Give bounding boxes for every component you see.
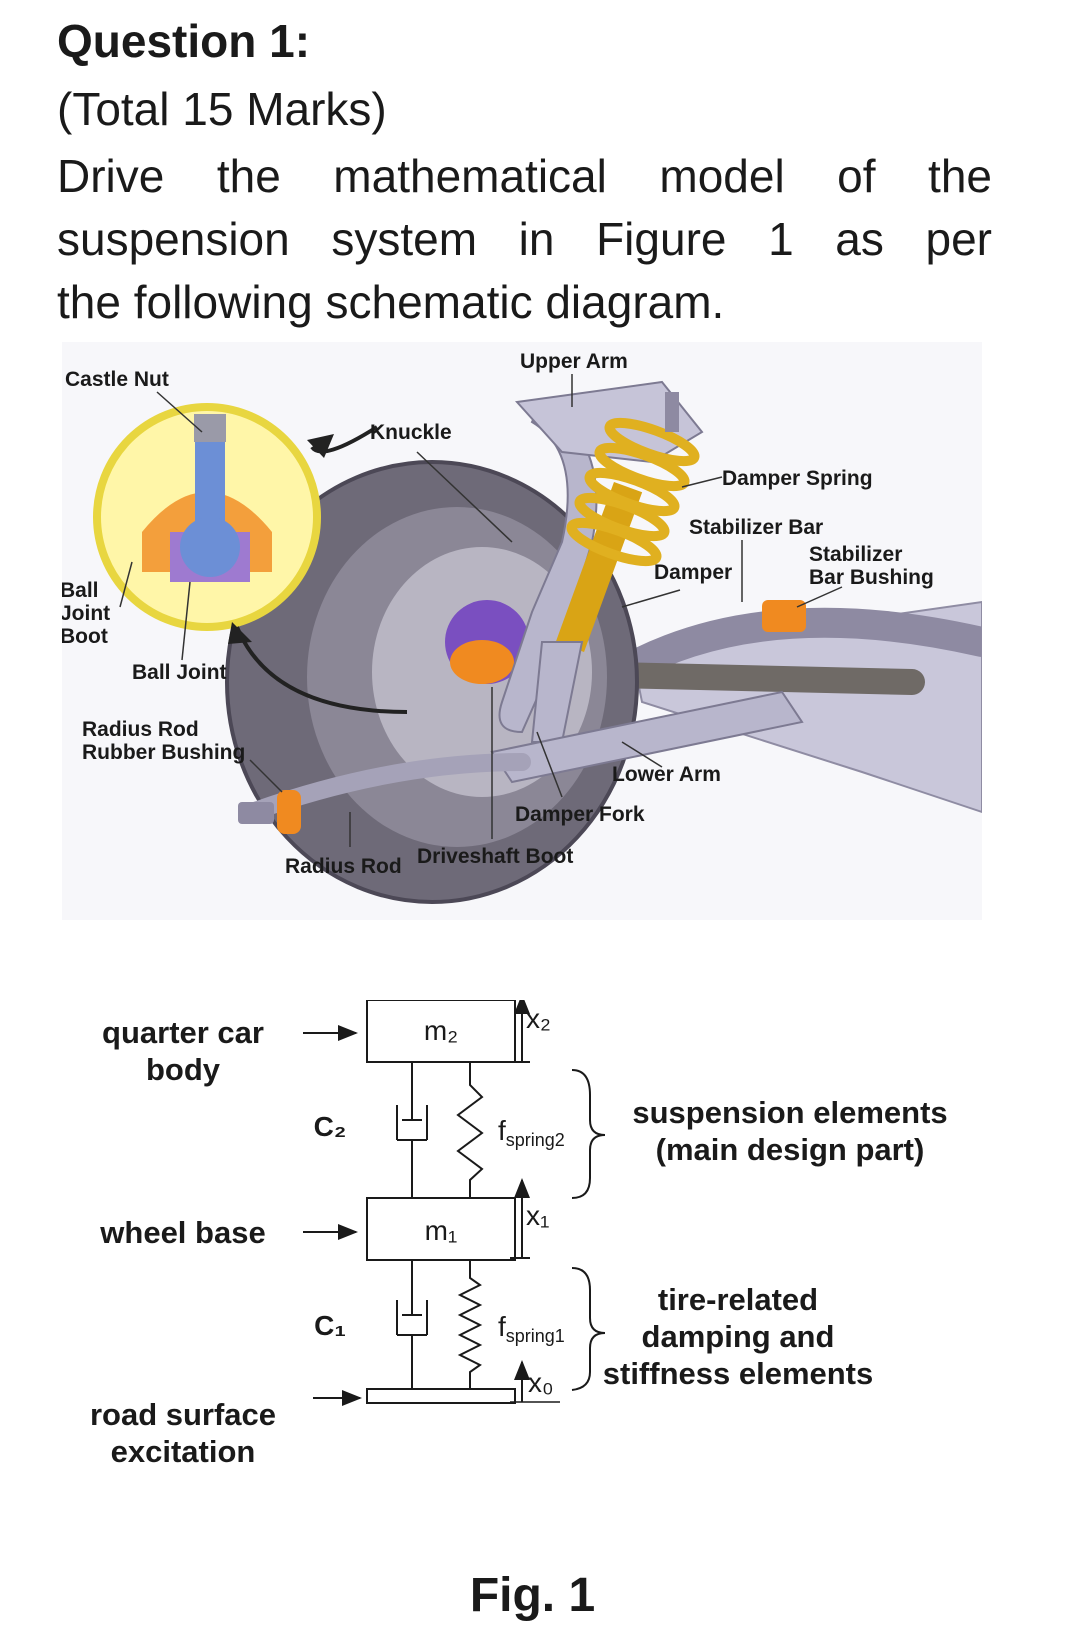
driveshaft-boot bbox=[450, 640, 514, 684]
label-ball-joint-boot: Ball bbox=[62, 579, 99, 602]
label-damper-spring: Damper Spring bbox=[722, 467, 873, 490]
displacement-x0 bbox=[510, 1360, 560, 1403]
inset-arrow-lower-head bbox=[228, 622, 252, 644]
mass-m1 bbox=[366, 1197, 516, 1261]
label-damper: Damper bbox=[654, 561, 732, 584]
mass-m2 bbox=[366, 1000, 516, 1063]
radius-rod-end bbox=[238, 802, 274, 824]
ball-joint-inset bbox=[93, 403, 321, 631]
label-quarter-car-body: body bbox=[146, 1052, 221, 1087]
label-damper-fork: Damper Fork bbox=[515, 803, 645, 826]
label-ball-joint-boot: Boot bbox=[62, 625, 108, 648]
label-m1: m₁ bbox=[425, 1215, 458, 1246]
crossmember bbox=[630, 600, 982, 814]
label-radius-rod-rubber-bushing: Radius Rod bbox=[82, 718, 199, 741]
label-ball-joint-boot: Joint bbox=[62, 602, 110, 625]
spring-fspring2 bbox=[456, 1062, 484, 1198]
label-radius-rod: Radius Rod bbox=[285, 855, 402, 878]
leader-lines bbox=[119, 374, 843, 847]
label-fspring1: fspring1 bbox=[498, 1311, 565, 1346]
label-suspension-elements: (main design part) bbox=[656, 1132, 925, 1167]
damper-rod bbox=[665, 392, 679, 432]
displacement-x1 bbox=[510, 1178, 530, 1259]
label-driveshaft-boot: Driveshaft Boot bbox=[417, 845, 573, 868]
question-body-line: Drive the mathematical model of the bbox=[57, 150, 992, 202]
damper-c2 bbox=[396, 1062, 428, 1198]
displacement-x2 bbox=[510, 1000, 530, 1063]
label-quarter-car-body: quarter car bbox=[102, 1015, 264, 1050]
label-ball-joint: Ball Joint bbox=[132, 661, 227, 684]
label-x0: x₀ bbox=[528, 1367, 554, 1398]
damper-c1 bbox=[396, 1260, 428, 1389]
label-c1: C₁ bbox=[314, 1310, 346, 1341]
question-body-line: the following schematic diagram. bbox=[57, 276, 725, 328]
lower-arm bbox=[490, 690, 804, 784]
brace-suspension bbox=[571, 1069, 606, 1199]
radius-rod-rubber-bushing bbox=[277, 790, 301, 834]
question-body: Drive the mathematical model of the susp… bbox=[57, 145, 992, 334]
label-radius-rod-rubber-bushing: Rubber Bushing bbox=[82, 741, 245, 764]
label-road-surface-excitation: excitation bbox=[111, 1434, 256, 1469]
label-fspring2: fspring2 bbox=[498, 1115, 565, 1150]
damper-spring bbox=[566, 417, 700, 567]
label-castle-nut: Castle Nut bbox=[65, 368, 169, 391]
quarter-car-schematic: quarter car body wheel base road surface… bbox=[90, 1000, 948, 1469]
stabilizer-bar-bushing bbox=[762, 600, 806, 632]
label-upper-arm: Upper Arm bbox=[520, 350, 628, 373]
label-stabilizer-bar-bushing: Stabilizer bbox=[809, 543, 902, 566]
question-body-line: suspension system in Figure 1 as per bbox=[57, 213, 992, 265]
spring-fspring1 bbox=[457, 1260, 483, 1389]
label-tire-elements: tire-related bbox=[658, 1282, 818, 1317]
label-tire-elements: stiffness elements bbox=[603, 1356, 874, 1391]
label-c2: C₂ bbox=[314, 1111, 347, 1142]
label-wheel-base: wheel base bbox=[99, 1215, 265, 1250]
label-knuckle: Knuckle bbox=[370, 421, 452, 444]
question-title: Question 1: bbox=[57, 15, 311, 67]
label-x2: x₂ bbox=[526, 1003, 551, 1034]
label-suspension-elements: suspension elements bbox=[632, 1095, 947, 1130]
inset-arrow-upper bbox=[310, 425, 379, 454]
brace-tire bbox=[571, 1267, 606, 1391]
label-tire-elements: damping and bbox=[642, 1319, 835, 1354]
label-stabilizer-bar-bushing: Bar Bushing bbox=[809, 566, 934, 589]
question-marks: (Total 15 Marks) bbox=[57, 83, 387, 135]
label-stabilizer-bar: Stabilizer Bar bbox=[689, 516, 823, 539]
suspension-illustration: Castle Nut Upper Arm Knuckle Damper Spri… bbox=[62, 342, 982, 920]
inset-arrow-lower bbox=[235, 626, 408, 714]
label-road-surface-excitation: road surface bbox=[90, 1397, 276, 1432]
label-m2: m₂ bbox=[424, 1015, 458, 1046]
label-lower-arm: Lower Arm bbox=[612, 763, 721, 786]
road-plate bbox=[366, 1388, 516, 1404]
label-x1: x₁ bbox=[526, 1200, 549, 1231]
figure-caption: Fig. 1 bbox=[469, 1569, 596, 1622]
inset-arrow-upper-head bbox=[307, 434, 334, 458]
